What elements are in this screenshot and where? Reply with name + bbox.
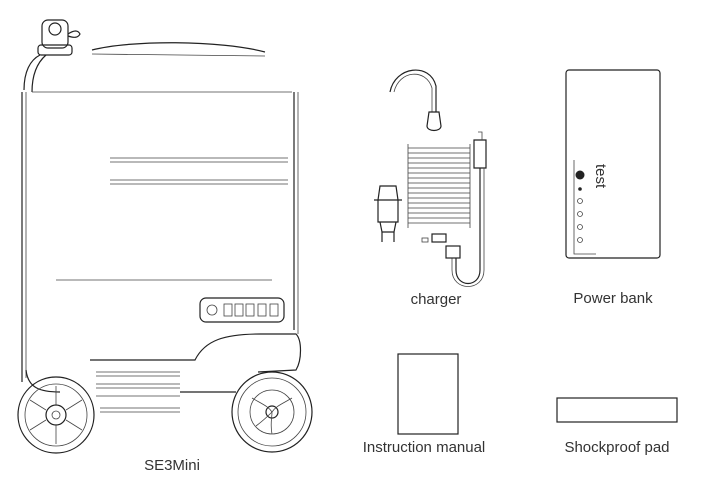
output-plug bbox=[426, 111, 442, 132]
se3mini-label: SE3Mini bbox=[144, 457, 200, 474]
pad-shape bbox=[556, 397, 678, 423]
pad-label: Shockproof pad bbox=[564, 439, 669, 456]
ac-plug bbox=[374, 185, 402, 242]
adapter-brick bbox=[407, 144, 471, 228]
charger-drawing: charger bbox=[374, 69, 487, 308]
led-4 bbox=[577, 237, 583, 243]
led-1 bbox=[577, 198, 583, 204]
charger-label: charger bbox=[411, 291, 462, 308]
instruction-manual-drawing: Instruction manual bbox=[363, 353, 486, 456]
led-2 bbox=[577, 211, 583, 217]
led-3 bbox=[577, 224, 583, 230]
rear-wheel bbox=[231, 371, 313, 453]
control-panel bbox=[199, 297, 285, 323]
output-cable bbox=[389, 69, 437, 112]
test-button bbox=[575, 170, 585, 180]
lid-top bbox=[91, 42, 266, 53]
handle-knob bbox=[37, 19, 81, 56]
test-label: test bbox=[592, 164, 609, 189]
power-bank-body bbox=[565, 69, 661, 259]
manual-booklet bbox=[397, 353, 459, 435]
handle-arm bbox=[23, 54, 41, 91]
se3mini-scooter-drawing: SE3Mini bbox=[17, 19, 313, 474]
shockproof-pad-drawing: Shockproof pad bbox=[556, 397, 678, 456]
indicator-dot bbox=[578, 187, 582, 191]
front-wheel bbox=[17, 376, 95, 454]
power-bank-drawing: test Power bank bbox=[565, 69, 661, 307]
manual-label: Instruction manual bbox=[363, 439, 486, 456]
rear-housing bbox=[90, 333, 302, 373]
input-cable bbox=[455, 168, 481, 285]
power-bank-label: Power bank bbox=[573, 290, 653, 307]
